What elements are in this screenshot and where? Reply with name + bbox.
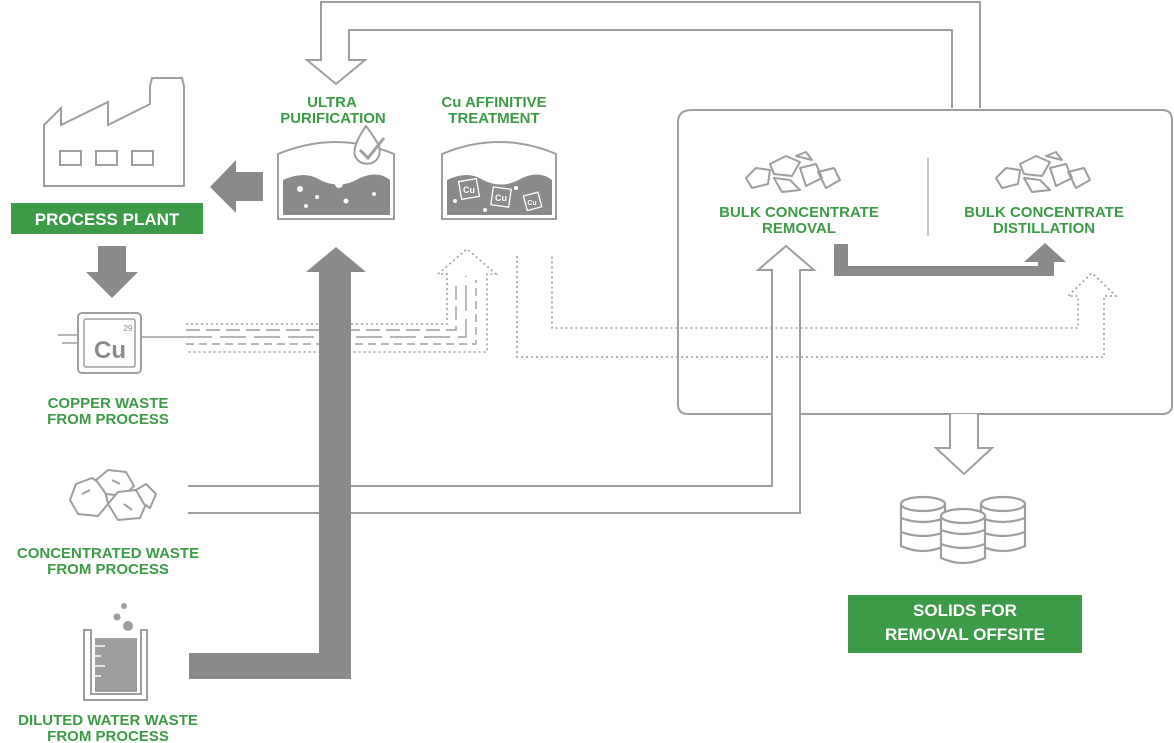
diluted-water-arrow xyxy=(189,247,366,679)
bulk-treatment-box xyxy=(677,109,1173,415)
box-to-solids-arrow xyxy=(933,414,995,476)
concentrated-waste-pipe xyxy=(188,244,817,514)
purification-to-plant-arrow xyxy=(210,160,263,213)
barrels-icon xyxy=(899,495,1027,565)
rubble-icon xyxy=(995,151,1091,193)
cu-tank-icon: Cu Cu Cu xyxy=(441,141,557,220)
diluted-waste-line2: FROM PROCESS xyxy=(47,728,169,743)
copper-waste-line1: COPPER WASTE xyxy=(48,395,169,412)
ultra-purification-line1: ULTRA xyxy=(307,94,357,111)
plant-to-copper-arrow xyxy=(86,246,138,298)
svg-text:Cu: Cu xyxy=(463,185,475,195)
rubble-icon xyxy=(745,151,841,193)
bulk-removal-line1: BULK CONCENTRATE xyxy=(719,204,879,221)
bulk-removal-line2: REMOVAL xyxy=(762,220,836,237)
process-plant-label: PROCESS PLANT xyxy=(35,210,180,229)
process-plant-label-box xyxy=(11,203,203,234)
copper-waste-pipe xyxy=(186,247,499,353)
concentrated-waste-line2: FROM PROCESS xyxy=(47,561,169,578)
cu-treatment-line2: TREATMENT xyxy=(448,110,539,127)
copper-waste-line2: FROM PROCESS xyxy=(47,411,169,428)
solids-label-box xyxy=(848,595,1082,653)
solids-line2: REMOVAL OFFSITE xyxy=(885,625,1045,644)
purification-tank-icon xyxy=(277,124,395,220)
bulk-distillation-line1: BULK CONCENTRATE xyxy=(964,204,1124,221)
ultra-purification-line2: PURIFICATION xyxy=(280,110,386,127)
svg-text:29: 29 xyxy=(124,324,133,333)
factory-icon xyxy=(43,77,185,187)
svg-text:Cu: Cu xyxy=(527,200,536,207)
concentrated-waste-line1: CONCENTRATED WASTE xyxy=(17,545,199,562)
rocks-icon xyxy=(69,469,157,521)
diluted-waste-line1: DILUTED WATER WASTE xyxy=(18,712,198,729)
solids-line1: SOLIDS FOR xyxy=(913,601,1017,620)
copper-element-icon: Cu 29 xyxy=(58,312,186,374)
removal-to-distillation-arrow xyxy=(834,243,1066,276)
svg-text:Cu: Cu xyxy=(94,337,126,364)
cu-treatment-line1: Cu AFFINITIVE xyxy=(441,94,546,111)
svg-text:Cu: Cu xyxy=(495,193,507,203)
return-loop-arrow xyxy=(304,1,981,108)
beaker-icon xyxy=(83,603,148,701)
bulk-distillation-line2: DISTILLATION xyxy=(993,220,1095,237)
